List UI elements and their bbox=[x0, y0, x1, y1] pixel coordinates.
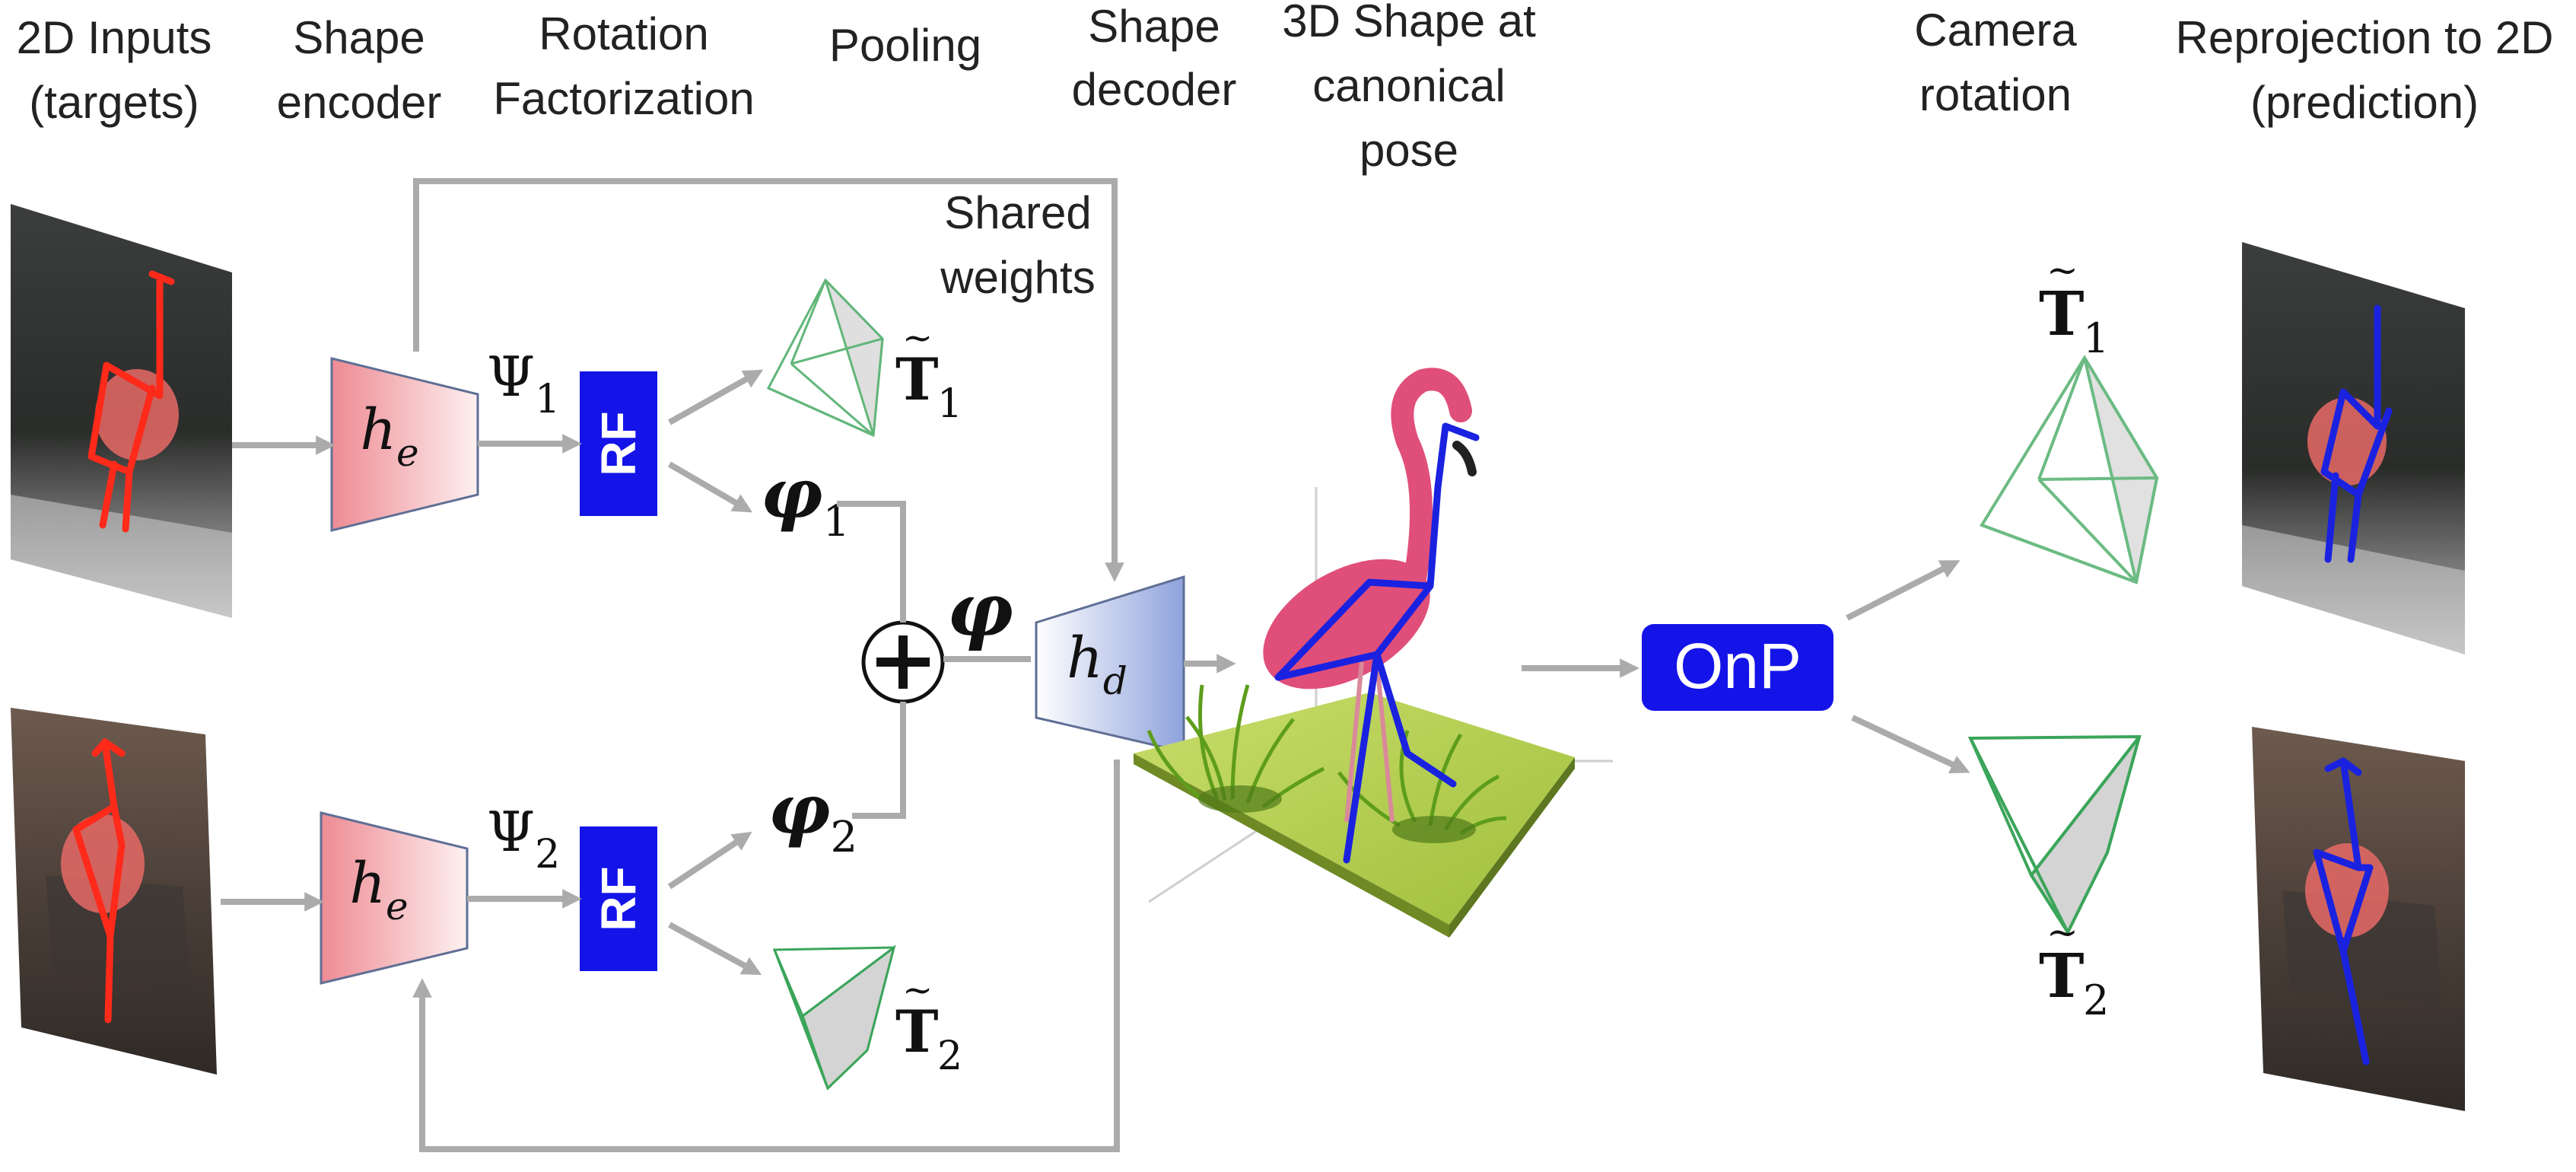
arrows bbox=[221, 178, 1970, 1152]
header-camera-line1: Camera bbox=[1914, 5, 2077, 56]
phi-2-label: φ2 bbox=[768, 769, 857, 862]
header-shape3d-line3: pose bbox=[1360, 125, 1458, 176]
t-tilde-2-small: T ~ 2 bbox=[895, 969, 962, 1079]
header-rf-line1: Rotation bbox=[539, 8, 708, 59]
t-tilde-2-large: T ~ 2 bbox=[2039, 910, 2109, 1024]
header-inputs: 2D Inputs (targets) bbox=[17, 12, 212, 128]
input-photo-bottom bbox=[11, 708, 217, 1075]
input-photo-top bbox=[11, 204, 232, 618]
header-rf: Rotation Factorization bbox=[493, 8, 754, 124]
svg-text:he: he bbox=[349, 851, 408, 928]
header-shape3d-line2: canonical bbox=[1312, 60, 1506, 111]
svg-text:~: ~ bbox=[2046, 910, 2078, 954]
header-reproj-line1: Reprojection to 2D bbox=[2176, 12, 2554, 63]
header-encoder-line1: Shape bbox=[293, 12, 425, 63]
t1-small-letter: T bbox=[895, 346, 939, 413]
skeleton-blue-top bbox=[2320, 304, 2393, 563]
shape-decoder: hd bbox=[1035, 575, 1185, 753]
header-encoder-line2: encoder bbox=[277, 77, 442, 128]
t-tilde-1-small: T ~ 1 bbox=[895, 317, 962, 427]
svg-text:~: ~ bbox=[902, 969, 933, 1011]
t1-large-subscript: 1 bbox=[2083, 314, 2109, 362]
header-shape3d: 3D Shape at canonical pose bbox=[1282, 0, 1536, 176]
header-camera-line2: rotation bbox=[1919, 69, 2072, 120]
header-decoder: Shape decoder bbox=[1072, 1, 1237, 115]
svg-text:hd: hd bbox=[1067, 626, 1127, 703]
shared-weights-line1: Shared bbox=[944, 187, 1091, 238]
header-pooling-line1: Pooling bbox=[829, 20, 981, 71]
svg-text:~: ~ bbox=[2046, 248, 2078, 292]
header-inputs-line2: (targets) bbox=[29, 77, 199, 128]
encoder-bottom-symbol: h bbox=[349, 851, 386, 916]
header-pooling: Pooling bbox=[829, 20, 981, 71]
header-decoder-line2: decoder bbox=[1072, 64, 1237, 115]
reproj-photo-bottom bbox=[2252, 727, 2465, 1111]
onp-box: OnP bbox=[1642, 624, 1833, 711]
psi-1-label: Ψ1 bbox=[487, 345, 560, 422]
encoder-top-subscript: e bbox=[396, 431, 419, 475]
t2-large-letter: T bbox=[2039, 940, 2085, 1011]
pyramid-t1-small bbox=[766, 278, 884, 438]
t1-large-letter: T bbox=[2039, 278, 2085, 349]
skeleton-blue-3d bbox=[1274, 422, 1480, 864]
pyramid-t1-large bbox=[1980, 355, 2159, 584]
pyramid-t2-small bbox=[772, 944, 896, 1091]
t2-small-letter: T bbox=[895, 998, 939, 1065]
skeleton-red-bottom bbox=[72, 738, 126, 1024]
pyramid-t2-large bbox=[1967, 734, 2142, 936]
encoder-bottom-subscript: e bbox=[386, 884, 409, 928]
skeleton-blue-bottom bbox=[2313, 757, 2374, 1065]
shape-encoder-top: he bbox=[330, 357, 479, 532]
t2-large-subscript: 2 bbox=[2083, 976, 2109, 1024]
header-rf-line2: Factorization bbox=[493, 73, 754, 124]
reproj-photo-top bbox=[2242, 242, 2465, 654]
shared-weights-line2: weights bbox=[940, 252, 1095, 303]
header-reproj-line2: (prediction) bbox=[2250, 77, 2479, 128]
flamingo-body bbox=[1263, 368, 1477, 823]
shared-weights-label: Shared weights bbox=[940, 187, 1095, 303]
header-shape3d-line1: 3D Shape at bbox=[1282, 0, 1536, 46]
decoder-symbol: h bbox=[1067, 626, 1103, 691]
decoder-subscript: d bbox=[1103, 659, 1127, 703]
pooling-sum-node bbox=[861, 620, 945, 704]
canonical-3d-shape bbox=[1134, 368, 1613, 938]
header-reproj: Reprojection to 2D (prediction) bbox=[2176, 12, 2554, 128]
svg-text:he: he bbox=[360, 397, 418, 475]
rf-box-top: RF bbox=[580, 371, 657, 516]
psi-2-label: Ψ2 bbox=[487, 800, 560, 877]
rf-bottom-label: RF bbox=[591, 866, 646, 931]
rf-top-label: RF bbox=[591, 411, 646, 476]
onp-label: OnP bbox=[1674, 630, 1802, 702]
phi-pooled-label: φ bbox=[947, 567, 1013, 653]
t2-small-subscript: 2 bbox=[937, 1033, 962, 1079]
t-tilde-1-large: T ~ 1 bbox=[2039, 248, 2109, 362]
header-encoder: Shape encoder bbox=[277, 12, 442, 128]
phi-1-label: φ1 bbox=[761, 454, 850, 546]
header-decoder-line1: Shape bbox=[1088, 1, 1220, 52]
skeleton-red-top bbox=[87, 270, 175, 533]
rf-box-bottom: RF bbox=[580, 826, 657, 971]
header-camera: Camera rotation bbox=[1914, 5, 2077, 120]
svg-text:~: ~ bbox=[902, 317, 933, 359]
t1-small-subscript: 1 bbox=[937, 381, 962, 427]
header-inputs-line1: 2D Inputs bbox=[17, 12, 212, 63]
encoder-top-symbol: h bbox=[360, 397, 396, 463]
shape-encoder-bottom: he bbox=[320, 811, 469, 985]
